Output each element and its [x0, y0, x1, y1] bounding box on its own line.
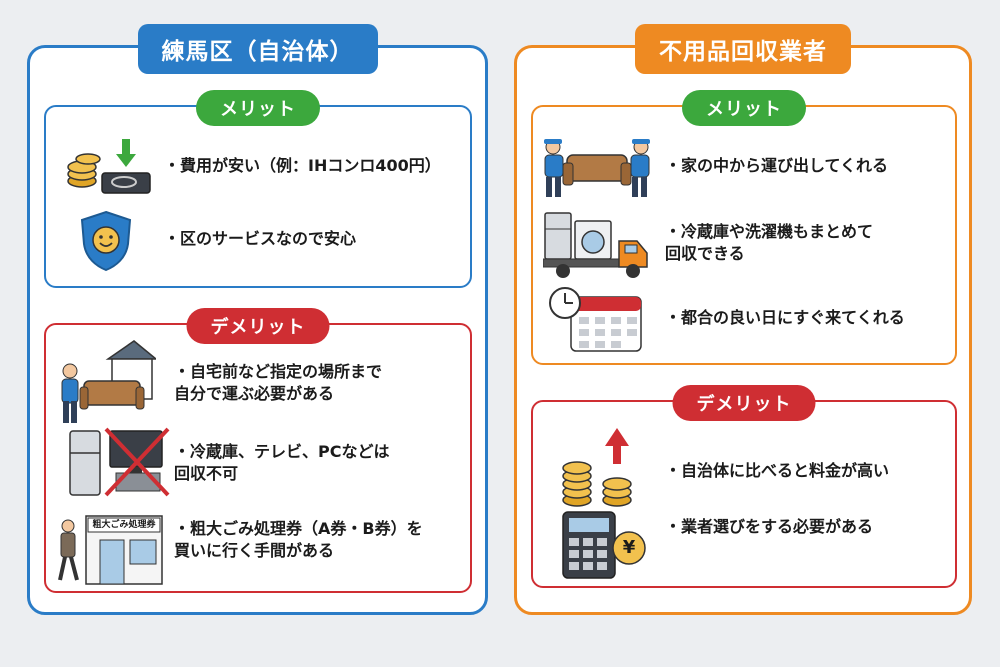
demerit-text: 自治体に比べると料金が高い — [665, 460, 889, 482]
merit-label: メリット — [682, 90, 806, 126]
demerit-text: 冷蔵庫、テレビ、PCなどは 回収不可 — [174, 441, 390, 484]
panel-title: 不用品回収業者 — [635, 24, 851, 74]
list-item: 費用が安い（例：IHコンロ400円） — [46, 137, 470, 197]
coins-up-icon — [561, 426, 641, 512]
demerit-text: 自宅前など指定の場所まで 自分で運ぶ必要がある — [174, 361, 382, 404]
demerit-label: デメリット — [672, 385, 816, 421]
demerit-label: デメリット — [186, 308, 330, 344]
demerit-box: デメリット 自宅前など指定の場所まで 自分で運ぶ必要がある — [44, 308, 472, 593]
coins-stove-icon — [66, 137, 152, 201]
movers-sofa-icon — [541, 133, 653, 203]
carry-sofa-house-icon — [56, 337, 159, 431]
list-item: 冷蔵庫や洗濯機もまとめて 回収できる — [533, 211, 955, 281]
panel-title: 練馬区（自治体） — [137, 24, 378, 74]
merit-box: メリット 費用が安い（例：IHコンロ400円） — [44, 90, 472, 288]
collector-panel: 不用品回収業者 メリット — [514, 24, 972, 615]
list-item: 自治体に比べると料金が高い — [533, 426, 955, 507]
no-appliances-icon — [68, 427, 170, 501]
municipality-panel: 練馬区（自治体） メリット 費用が安い（例：IHコンロ400円） — [27, 24, 488, 615]
merit-text: 都合の良い日にすぐ来てくれる — [665, 307, 905, 329]
list-item: 家の中から運び出してくれる — [533, 133, 955, 201]
yen-symbol: ¥ — [622, 537, 636, 558]
demerit-box: デメリット 自治体に比べると料金が高い — [531, 385, 957, 588]
merit-label: メリット — [196, 90, 320, 126]
store-sign-label: 粗大ごみ処理券 — [92, 520, 156, 530]
list-item: 粗大ごみ処理券 粗大ごみ処理券（A券・B券）を 買いに行く手間がある — [46, 510, 470, 590]
list-item: 都合の良い日にすぐ来てくれる — [533, 287, 955, 353]
ticket-store-icon: 粗大ごみ処理券 — [56, 510, 166, 590]
merit-text: 冷蔵庫や洗濯機もまとめて 回収できる — [665, 221, 873, 264]
merit-text: 区のサービスなので安心 — [164, 228, 356, 250]
merit-text: 家の中から運び出してくれる — [665, 155, 888, 177]
merit-box: メリット 家の中から運び出 — [531, 90, 957, 365]
merit-text: 費用が安い（例：IHコンロ400円） — [164, 155, 441, 177]
shield-smile-icon — [78, 210, 134, 276]
clock-calendar-icon — [549, 287, 647, 357]
list-item: 自宅前など指定の場所まで 自分で運ぶ必要がある — [46, 337, 470, 425]
calculator-yen-icon: ¥ — [561, 510, 647, 584]
list-item: 冷蔵庫、テレビ、PCなどは 回収不可 — [46, 427, 470, 505]
truck-appliances-icon — [542, 211, 655, 283]
list-item: 区のサービスなので安心 — [46, 210, 470, 272]
demerit-text: 業者選びをする必要がある — [665, 516, 873, 538]
demerit-text: 粗大ごみ処理券（A券・B券）を 買いに行く手間がある — [174, 518, 423, 561]
list-item: ¥ 業者選びをする必要がある — [533, 510, 955, 582]
